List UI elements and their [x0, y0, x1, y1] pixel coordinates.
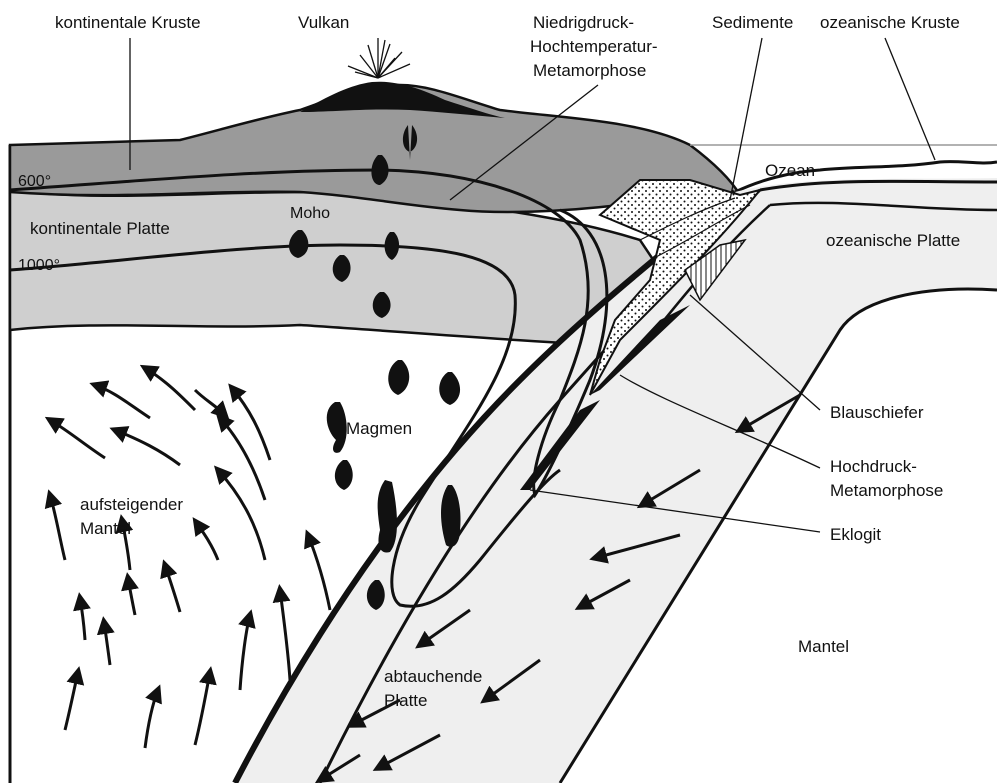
leader-ozeanische-kruste	[885, 38, 935, 160]
mantle-arrow-9	[50, 495, 65, 560]
label-1000: 1000°	[18, 257, 60, 274]
label-abtauchende-1: abtauchende	[384, 667, 482, 686]
leader-sedimente	[730, 38, 762, 200]
mantle-arrow-21	[195, 672, 210, 745]
magma-drop-9	[327, 402, 347, 453]
label-600: 600°	[18, 173, 51, 190]
label-ozeanische-platte: ozeanische Platte	[826, 231, 960, 250]
mantle-arrow-7	[115, 430, 180, 465]
mantle-arrow-12	[308, 535, 330, 610]
label-ozeanische-kruste: ozeanische Kruste	[820, 13, 960, 32]
label-metamorphose-3: Metamorphose	[533, 61, 646, 80]
label-kontinentale-kruste: kontinentale Kruste	[55, 13, 201, 32]
label-moho: Moho	[290, 205, 330, 222]
mantle-arrow-18	[104, 622, 110, 665]
label-metamorphose-2: Hochtemperatur-	[530, 37, 658, 56]
label-mantel: Mantel	[798, 637, 849, 656]
magma-drop-11	[378, 480, 397, 553]
mantle-arrow-19	[65, 672, 78, 730]
mantle-arrow-4	[195, 390, 225, 415]
mantle-arrow-5	[232, 388, 270, 460]
mantle-arrow-20	[145, 690, 158, 748]
magma-drop-8	[439, 372, 460, 420]
magma-drop-10	[335, 460, 353, 500]
volcano-eruption-icon	[348, 38, 410, 78]
label-hochdruck-2: Metamorphose	[830, 481, 943, 500]
magma-drop-7	[388, 360, 409, 405]
label-hochdruck-1: Hochdruck-	[830, 457, 917, 476]
label-aufsteigender-2: Mantel	[80, 519, 131, 538]
label-magmen: Magmen	[346, 419, 412, 438]
label-metamorphose-1: Niedrigdruck-	[533, 13, 634, 32]
label-ozean: Ozean	[765, 161, 815, 180]
mantle-arrow-16	[240, 615, 250, 690]
label-vulkan: Vulkan	[298, 13, 349, 32]
label-blauschiefer: Blauschiefer	[830, 403, 924, 422]
mantle-arrow-13	[165, 565, 180, 612]
label-sedimente: Sedimente	[712, 13, 793, 32]
mantle-arrow-3	[50, 420, 105, 458]
mantle-arrow-17	[280, 590, 290, 680]
label-aufsteigender-1: aufsteigender	[80, 495, 183, 514]
mantle-arrow-1	[145, 368, 195, 410]
mantle-arrow-15	[80, 598, 85, 640]
mantle-arrow-11	[196, 522, 218, 560]
mantle-arrow-14	[128, 578, 135, 615]
label-eklogit: Eklogit	[830, 525, 881, 544]
label-kontinentale-platte: kontinentale Platte	[30, 219, 170, 238]
mantle-arrow-2	[95, 385, 150, 418]
label-abtauchende-2: Platte	[384, 691, 427, 710]
